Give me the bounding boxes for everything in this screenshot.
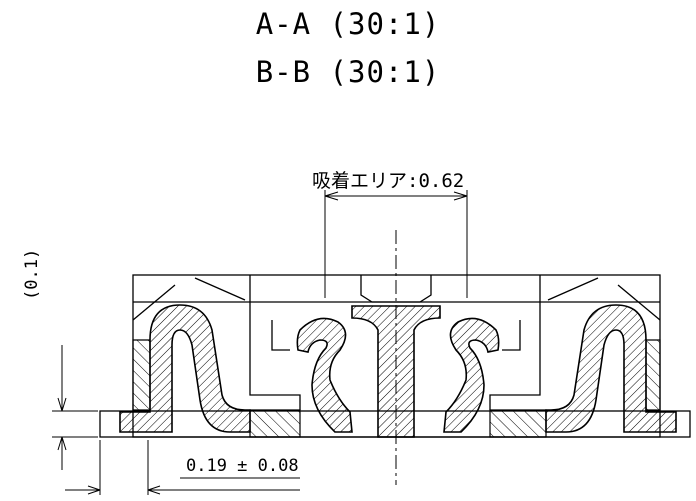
adsorption-dimension-lines bbox=[324, 190, 468, 298]
section-title-bb: B-B (30:1) bbox=[255, 55, 441, 89]
center-block bbox=[360, 275, 432, 303]
right-s-contact bbox=[443, 317, 500, 433]
gap-tolerance-dimension: 0.19 ± 0.08 bbox=[186, 456, 299, 476]
left-s-contact bbox=[296, 317, 353, 433]
height-dimension-lines bbox=[52, 345, 98, 470]
section-title-aa: A-A (30:1) bbox=[255, 7, 441, 41]
adsorption-area-dimension: 吸着エリア:0.62 bbox=[312, 170, 465, 192]
gap-dimension-lines bbox=[65, 440, 300, 495]
center-plunger bbox=[351, 305, 441, 438]
